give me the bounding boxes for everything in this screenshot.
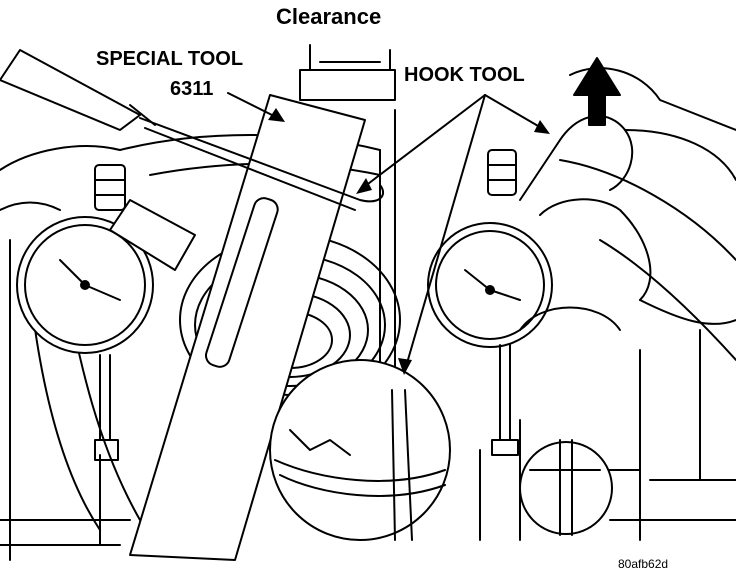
label-special-tool: SPECIAL TOOL (96, 48, 244, 70)
detail-circle-right (519, 439, 613, 536)
diagram-title: Clearance (276, 4, 382, 29)
label-hook-tool: HOOK TOOL (404, 64, 525, 86)
lift-arrow (573, 57, 621, 126)
arrowhead-hook-3 (534, 120, 550, 134)
arrowhead-special-tool (268, 108, 285, 122)
special-tool-6311 (129, 44, 396, 561)
hook-tool-left (0, 49, 385, 211)
label-tool-number: 6311 (170, 78, 214, 100)
dial-indicator-left (16, 164, 196, 461)
detail-circle-center (269, 359, 451, 541)
arrowhead-hook-1 (356, 178, 372, 194)
arrowhead-hook-2 (398, 358, 412, 375)
hand (519, 67, 736, 331)
dial-indicator-right (427, 149, 553, 456)
figure-code: 80afb62d (618, 557, 669, 571)
